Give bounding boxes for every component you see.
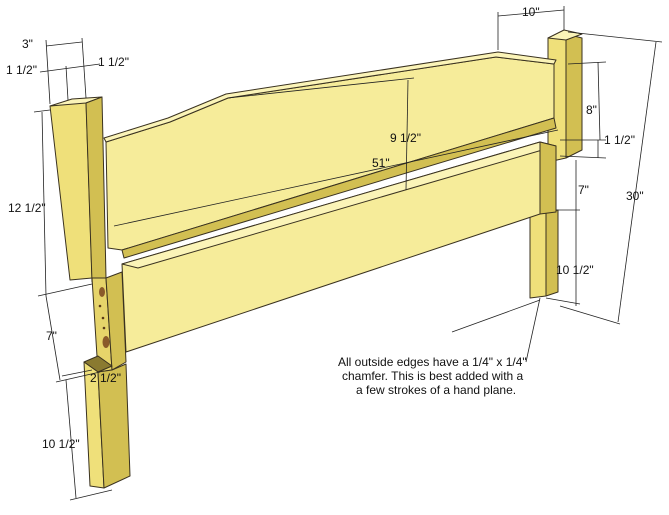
label-left-notch: 2 1/2" [90, 371, 121, 385]
label-left-post-width: 3" [22, 37, 33, 51]
label-overall-height: 30" [626, 189, 644, 203]
label-left-half-b: 1 1/2" [98, 55, 129, 69]
dimension-labels: 3" 1 1/2" 1 1/2" 12 1/2" 7" 2 1/2" 10 1/… [6, 5, 644, 451]
screw-hole-3 [102, 326, 106, 330]
left-post-side-lower [97, 363, 131, 489]
top-panel [103, 51, 557, 259]
chamfer-note: All outside edges have a 1/4" x 1/4" cha… [338, 355, 527, 397]
dimension-lines [33, 6, 663, 501]
label-right-gap: 7" [578, 183, 589, 197]
label-left-upper-height: 12 1/2" [8, 201, 46, 215]
screw-hole-2 [101, 316, 105, 320]
label-right-top-height: 8" [586, 103, 597, 117]
top-panel-top-edge [103, 51, 557, 143]
dowel-hole-upper [99, 287, 105, 297]
note-line-1: All outside edges have a 1/4" x 1/4" [338, 355, 527, 369]
right-post [529, 29, 583, 299]
left-post [49, 96, 131, 489]
label-right-lower-height: 10 1/2" [556, 263, 594, 277]
screw-hole-1 [98, 304, 102, 308]
lower-rail-end [539, 141, 557, 215]
note-line-2: chamfer. This is best added with a [342, 369, 524, 383]
label-headboard-length: 51" [372, 156, 390, 170]
label-headboard-rise: 9 1/2" [390, 131, 421, 145]
label-left-half-a: 1 1/2" [6, 63, 37, 77]
label-left-lower-height: 10 1/2" [42, 437, 80, 451]
label-right-rail-gap: 1 1/2" [604, 133, 635, 147]
right-post-side-upper [565, 33, 583, 159]
left-post-front-upper [49, 99, 93, 281]
label-left-gap: 7" [46, 329, 57, 343]
label-top-width: 10" [522, 5, 540, 19]
right-post-side-lower [545, 209, 559, 297]
lower-rail [121, 141, 557, 353]
note-line-3: a few strokes of a hand plane. [356, 383, 516, 397]
dowel-hole-lower [102, 336, 110, 348]
right-post-front-lower [529, 211, 547, 299]
left-post-side-middle [105, 271, 127, 371]
